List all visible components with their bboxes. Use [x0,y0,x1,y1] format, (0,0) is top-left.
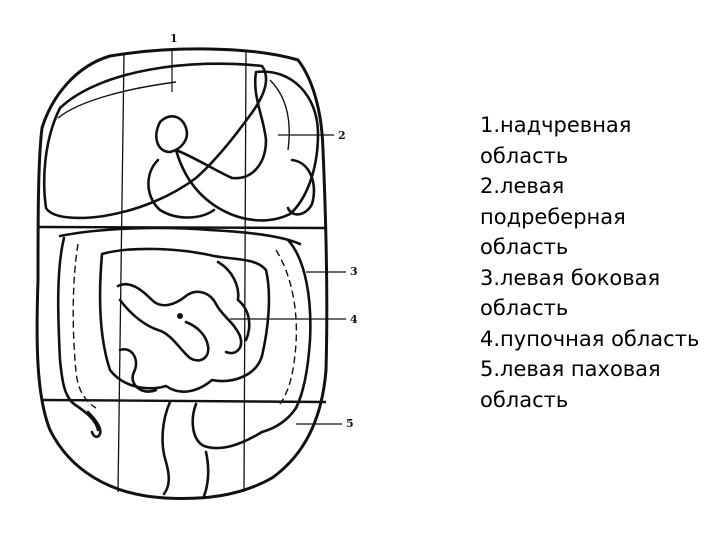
small-intestine-loop-3 [216,260,251,342]
umbilicus-dot [177,313,183,319]
region-legend: 1.надчревная область 2.левая подреберная… [480,110,716,415]
legend-item-epigastric: 1.надчревная область [480,113,632,168]
small-intestine-loop-2 [118,298,210,362]
legend-item-left-inguinal: 5.левая паховая область [480,357,661,412]
rectum-shape [191,402,264,498]
descending-colon [260,238,312,434]
grid-line-right-vertical [243,49,247,493]
duodenum-shape [147,158,216,219]
region-number-3: 3 [350,265,358,278]
grid-line-intertubercular [41,398,327,404]
ascending-colon [56,236,100,432]
liver-shape [42,62,268,220]
legend-item-left-lateral: 3.левая боковая область [480,265,661,321]
region-number-4: 4 [350,313,358,326]
region-number-1: 1 [170,32,178,45]
liver-lobe-line [57,81,177,119]
gallbladder-shape [155,115,189,154]
small-intestine-loop-1 [116,282,243,355]
descending-colon-inner [275,249,298,405]
legend-item-umbilical: 4.пупочная область [480,326,700,351]
stomach-shape [174,70,320,222]
legend-item-left-hypochondriac: 2.левая подреберная область [480,174,626,259]
small-intestine-outer [98,247,271,393]
transverse-colon [58,226,302,246]
caecum-shape [86,410,102,439]
abdomen-outline [35,47,329,500]
ascending-colon-inner [72,243,97,409]
stomach-curve [269,79,290,151]
region-number-5: 5 [346,417,354,430]
spleen-shape [286,158,316,216]
grid-line-left-vertical [117,53,125,493]
region-number-2: 2 [338,129,346,142]
small-intestine-loop-4 [118,348,158,393]
sigmoid-colon [161,400,172,496]
